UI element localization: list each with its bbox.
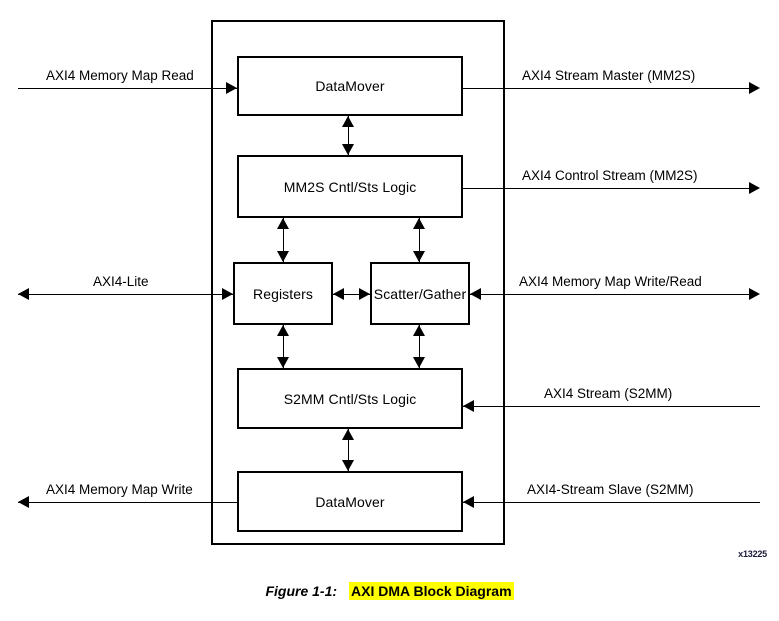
link-scatter-gather-to-s2mm-logic xyxy=(419,325,420,368)
signal-line-axi4-stream-master-mm2s xyxy=(463,88,751,89)
signal-label-axi4-lite: AXI4-Lite xyxy=(93,274,149,289)
block-label: MM2S Cntl/Sts Logic xyxy=(283,178,417,195)
arrowhead-up-icon xyxy=(277,218,289,229)
signal-line-axi4-lite xyxy=(18,294,233,295)
signal-label-axi4-stream-s2mm: AXI4 Stream (S2MM) xyxy=(544,386,673,401)
arrowhead-up-icon xyxy=(342,116,354,127)
figure-caption-number: Figure 1-1: xyxy=(265,583,338,599)
signal-line-axi4-stream-slave-s2mm xyxy=(463,502,760,503)
signal-label-axi4-control-stream-mm2s: AXI4 Control Stream (MM2S) xyxy=(522,168,698,183)
arrowhead-down-icon xyxy=(413,251,425,262)
arrowhead-up-icon xyxy=(413,218,425,229)
figure-caption: Figure 1-1: AXI DMA Block Diagram xyxy=(0,582,779,600)
link-mm2s-logic-to-registers xyxy=(283,218,284,262)
block-datamover-mm2s: DataMover xyxy=(237,56,463,116)
signal-line-axi4-mm-read xyxy=(18,88,237,89)
link-datamover-mm2s-to-mm2s-logic xyxy=(348,116,349,155)
arrowhead-up-icon xyxy=(413,325,425,336)
block-label: Scatter/Gather xyxy=(373,285,467,302)
arrowhead-down-icon xyxy=(342,144,354,155)
link-registers-to-s2mm-logic xyxy=(283,325,284,368)
block-datamover-s2mm: DataMover xyxy=(237,471,463,532)
block-mm2s-cntl-sts-logic: MM2S Cntl/Sts Logic xyxy=(237,155,463,218)
signal-line-axi4-control-stream-mm2s xyxy=(463,188,751,189)
figure-caption-title: AXI DMA Block Diagram xyxy=(349,582,514,600)
arrowhead-down-icon xyxy=(413,357,425,368)
block-s2mm-cntl-sts-logic: S2MM Cntl/Sts Logic xyxy=(237,368,463,429)
signal-label-axi4-mm-write: AXI4 Memory Map Write xyxy=(46,482,193,497)
block-label: S2MM Cntl/Sts Logic xyxy=(283,390,417,407)
signal-line-axi4-stream-s2mm xyxy=(463,406,760,407)
link-s2mm-logic-to-datamover-s2mm xyxy=(348,429,349,471)
block-label: DataMover xyxy=(315,78,385,94)
signal-label-axi4-mm-write-read: AXI4 Memory Map Write/Read xyxy=(519,274,702,289)
arrowhead-left-icon xyxy=(18,496,29,508)
arrowhead-up-icon xyxy=(277,325,289,336)
block-registers: Registers xyxy=(233,262,333,325)
arrowhead-right-icon xyxy=(749,288,760,300)
signal-label-axi4-mm-read: AXI4 Memory Map Read xyxy=(46,68,194,83)
arrowhead-left-icon xyxy=(470,288,481,300)
link-mm2s-logic-to-scatter-gather xyxy=(419,218,420,262)
signal-label-axi4-stream-slave-s2mm: AXI4-Stream Slave (S2MM) xyxy=(527,482,694,497)
arrowhead-down-icon xyxy=(342,460,354,471)
signal-line-axi4-mm-write xyxy=(18,502,237,503)
arrowhead-right-icon xyxy=(226,82,237,94)
link-registers-to-scatter-gather xyxy=(333,294,370,295)
arrowhead-right-icon xyxy=(359,288,370,300)
arrowhead-left-icon xyxy=(463,400,474,412)
arrowhead-down-icon xyxy=(277,251,289,262)
figure-reference-id: x13225 xyxy=(738,549,767,559)
arrowhead-right-icon xyxy=(222,288,233,300)
arrowhead-left-icon xyxy=(333,288,344,300)
arrowhead-right-icon xyxy=(749,182,760,194)
arrowhead-right-icon xyxy=(749,82,760,94)
arrowhead-left-icon xyxy=(18,288,29,300)
block-scatter-gather: Scatter/Gather xyxy=(370,262,470,325)
arrowhead-up-icon xyxy=(342,429,354,440)
block-label: DataMover xyxy=(315,493,385,510)
arrowhead-down-icon xyxy=(277,357,289,368)
signal-line-axi4-mm-write-read xyxy=(470,294,751,295)
arrowhead-left-icon xyxy=(463,496,474,508)
signal-label-axi4-stream-master-mm2s: AXI4 Stream Master (MM2S) xyxy=(522,68,696,83)
block-label: Registers xyxy=(252,285,314,302)
